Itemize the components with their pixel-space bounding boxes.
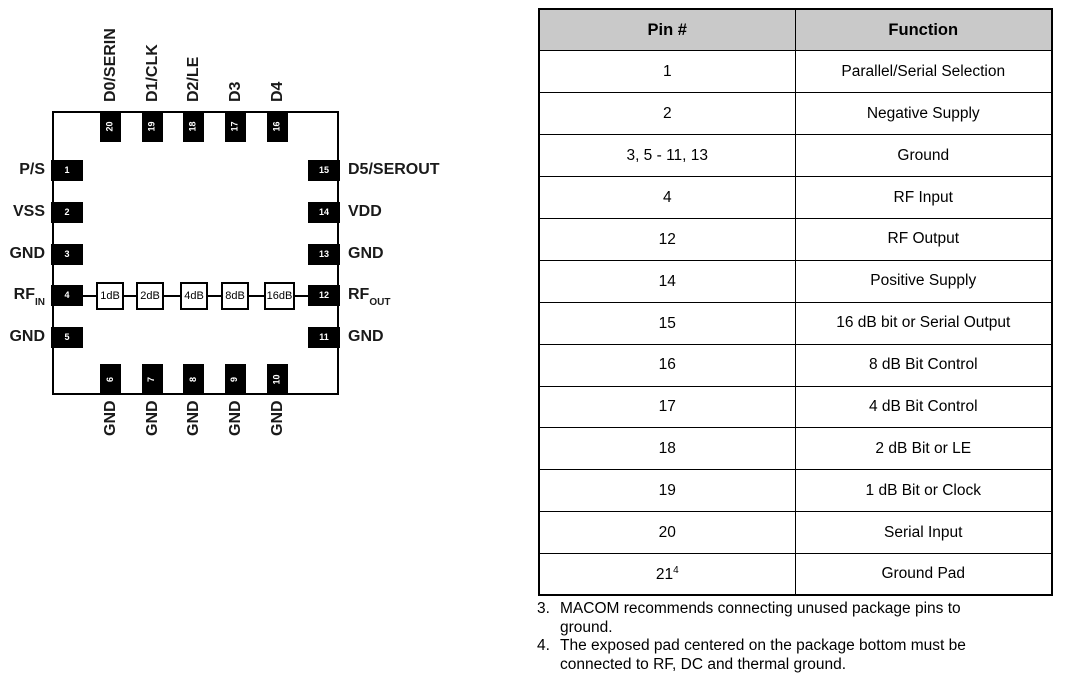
attenuator-4db: 4dB	[180, 282, 208, 310]
pin-3: 3	[51, 244, 83, 265]
pin-10: 10	[266, 364, 288, 395]
pin-label-d3: D3	[226, 81, 244, 102]
pin-11: 11	[308, 327, 340, 348]
pin-cell: 214	[538, 553, 796, 596]
function-cell: Ground Pad	[794, 553, 1053, 596]
pin-12: 12	[308, 285, 340, 306]
pin-6: 6	[100, 364, 121, 395]
pin-label-ps: P/S	[19, 161, 45, 178]
pin-label-d2-le: D2/LE	[185, 56, 202, 102]
attenuator-16db: 16dB	[264, 282, 295, 310]
function-cell: Ground	[794, 134, 1053, 178]
footnote-3: 3. MACOM recommends connecting unused pa…	[537, 600, 961, 636]
pin-cell: 4	[538, 176, 796, 219]
pin-label-gnd-13: GND	[348, 245, 384, 262]
footnotes: 3. MACOM recommends connecting unused pa…	[537, 600, 992, 674]
pin-label-d0-serin: D0/SERIN	[102, 28, 119, 102]
pin-cell: 1	[538, 50, 796, 94]
function-cell: 8 dB Bit Control	[794, 343, 1053, 387]
pin-9: 9	[224, 364, 246, 395]
pin-cell: 18	[538, 427, 796, 471]
pin-8: 8	[183, 364, 204, 395]
function-cell: Serial Input	[794, 511, 1053, 555]
pin-cell: 12	[538, 217, 796, 261]
pin-20: 20	[100, 111, 121, 142]
pin-label-gnd-3: GND	[9, 245, 45, 262]
pin-label-gnd-7: GND	[143, 400, 161, 436]
pin-14: 14	[308, 202, 340, 223]
pin-cell: 20	[538, 511, 796, 555]
pin-label-gnd-6: GND	[102, 400, 119, 436]
pin-label-gnd-10: GND	[268, 400, 286, 436]
pin-label-rfout: RFOUT	[348, 286, 391, 309]
function-cell: 2 dB Bit or LE	[794, 427, 1053, 471]
function-cell: 16 dB bit or Serial Output	[794, 301, 1053, 345]
pin-label-d4: D4	[268, 81, 286, 102]
pin-label-vdd: VDD	[348, 203, 382, 220]
pin-cell: 14	[538, 259, 796, 303]
table-header-row: Pin # Function	[538, 8, 1053, 52]
pin-1: 1	[51, 160, 83, 181]
pin-5: 5	[51, 327, 83, 348]
pin-cell: 16	[538, 343, 796, 387]
function-cell: Positive Supply	[794, 259, 1053, 303]
footnote-4: 4. The exposed pad centered on the packa…	[537, 637, 966, 673]
attenuator-1db: 1dB	[96, 282, 124, 310]
pin-cell: 2	[538, 92, 796, 136]
column-header-function: Function	[794, 8, 1053, 52]
function-cell: Parallel/Serial Selection	[794, 50, 1053, 94]
pin-label-vss: VSS	[12, 203, 45, 220]
pin-label-gnd-9: GND	[226, 400, 244, 436]
column-header-pin: Pin #	[538, 8, 796, 52]
pin-19: 19	[141, 111, 163, 142]
function-cell: Negative Supply	[794, 92, 1053, 136]
attenuator-8db: 8dB	[221, 282, 249, 310]
attenuator-2db: 2dB	[136, 282, 164, 310]
pin-18: 18	[183, 111, 204, 142]
pin-cell: 15	[538, 301, 796, 345]
pin-13: 13	[308, 244, 340, 265]
pin-label-d5-serout: D5/SEROUT	[348, 161, 440, 178]
pin-cell: 19	[538, 469, 796, 513]
pin-label-d1-clk: D1/CLK	[143, 44, 161, 102]
pin-label-gnd-8: GND	[185, 400, 202, 436]
pin-17: 17	[224, 111, 246, 142]
pin-15: 15	[308, 160, 340, 181]
function-cell: RF Output	[794, 217, 1053, 261]
function-cell: 4 dB Bit Control	[794, 385, 1053, 429]
pin-cell: 17	[538, 385, 796, 429]
pin-16: 16	[266, 111, 288, 142]
pin-4: 4	[51, 285, 83, 306]
pin-label-gnd-5: GND	[9, 328, 45, 345]
function-cell: RF Input	[794, 176, 1053, 219]
pin-label-gnd-11: GND	[348, 328, 384, 345]
pin-cell: 3, 5 - 11, 13	[538, 134, 796, 178]
function-cell: 1 dB Bit or Clock	[794, 469, 1053, 513]
pin-2: 2	[51, 202, 83, 223]
pin-7: 7	[141, 364, 163, 395]
package-outline	[52, 111, 339, 395]
pin-label-rfin: RFIN	[13, 286, 45, 309]
